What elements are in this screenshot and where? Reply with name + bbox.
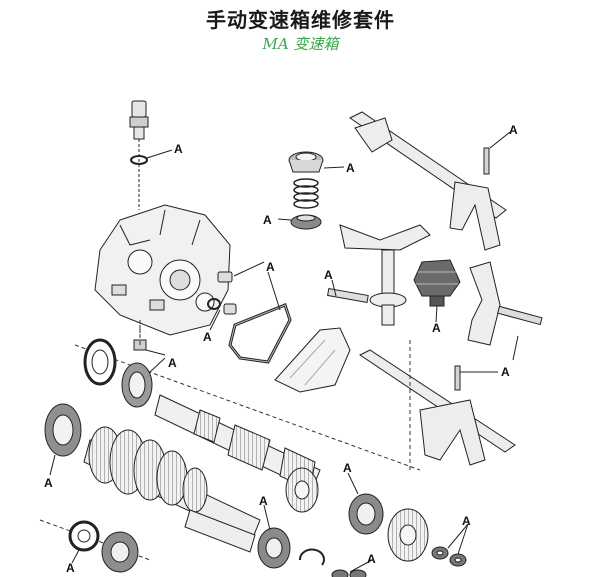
callout-a: A: [509, 123, 518, 137]
callout-labels: A A A A A A A A A A A A A A A A: [44, 123, 518, 575]
callout-leaders: [49, 131, 519, 573]
page-subtitle: MA 变速箱: [262, 35, 339, 53]
drive-shaft-seal-left: [68, 520, 100, 552]
callout-a: A: [346, 161, 355, 175]
drain-plug: [207, 271, 237, 315]
callout-a: A: [432, 321, 441, 335]
roll-pin-upper: [483, 147, 490, 175]
callout-a: A: [263, 213, 272, 227]
selector-finger: [467, 261, 543, 346]
fifth-gear: [285, 467, 319, 513]
drive-shaft-bearing-left: [101, 531, 139, 573]
exploded-gearbox-diagram: A A A A A A A A A A A A A A A A: [39, 100, 543, 577]
gearbox-housing: [94, 204, 231, 336]
intermediate-shaft: [184, 509, 291, 569]
thrust-washers: [431, 546, 467, 567]
callout-a: A: [259, 494, 268, 508]
callout-a: A: [174, 142, 183, 156]
switch-seal-ring: [130, 155, 148, 165]
input-shaft-bearing: [121, 362, 153, 408]
differential-gear: [387, 508, 429, 562]
input-shaft: [154, 394, 321, 491]
callout-a: A: [44, 476, 53, 490]
callout-a: A: [66, 561, 75, 575]
housing-gasket: [228, 303, 292, 364]
selector-spring: [293, 178, 319, 209]
rubber-boot: [274, 327, 351, 393]
page-title: 手动变速箱维修套件: [206, 8, 395, 32]
output-shaft-bearing: [44, 403, 82, 457]
gear-lever-boot: [413, 259, 461, 307]
selector-oil-seal: [288, 151, 324, 173]
roll-pin-lower: [454, 365, 461, 391]
callout-a: A: [343, 461, 352, 475]
callout-a: A: [324, 268, 333, 282]
callout-a: A: [462, 514, 471, 528]
bottom-washers: [331, 569, 367, 577]
callout-a: A: [266, 260, 275, 274]
selector-shaft-lower: [359, 349, 516, 466]
circlip: [298, 548, 325, 566]
callout-a: A: [203, 330, 212, 344]
selector-lever: [339, 224, 431, 326]
selector-cup: [290, 214, 322, 230]
rear-bearing: [348, 493, 384, 535]
output-shaft-gear-cluster: [83, 426, 261, 541]
callout-a: A: [168, 356, 177, 370]
lever-pin: [327, 287, 369, 303]
input-shaft-seal: [83, 338, 117, 386]
reverse-light-switch: [129, 100, 149, 210]
callout-a: A: [367, 552, 376, 566]
selector-shaft-upper: [349, 111, 507, 251]
callout-a: A: [501, 365, 510, 379]
